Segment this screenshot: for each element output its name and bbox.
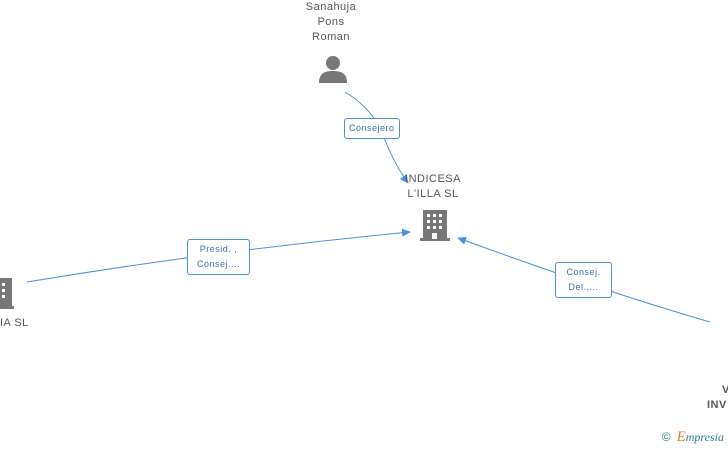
left-company-label: IA SL: [0, 316, 29, 331]
right-company-line: V: [722, 384, 728, 396]
edge-consejero: [344, 91, 409, 184]
right-company-label: V INV: [704, 383, 728, 413]
person-name-line: Pons: [317, 16, 345, 28]
edge-label-text: Consej....: [196, 259, 241, 269]
building-icon[interactable]: [420, 210, 450, 241]
person-name-line: Roman: [312, 31, 350, 43]
edge-label-text: Del.,...: [568, 282, 599, 292]
left-company-line: IA SL: [0, 317, 29, 329]
company-name-line: INDICESA: [405, 173, 461, 185]
person-name-label: Sanahuja Pons Roman: [300, 0, 362, 45]
person-name-line: Sanahuja: [305, 1, 357, 13]
brand-initial: E: [676, 429, 686, 445]
brand-name: mpresia: [685, 430, 724, 444]
edge-label-consejero[interactable]: Consejero: [344, 118, 400, 139]
copyright-icon: ©: [661, 430, 671, 444]
edge-label-presid[interactable]: Presid. , Consej....: [187, 239, 250, 275]
edge-label-consej-del[interactable]: Consej. Del.,...: [555, 262, 612, 298]
right-company-line: INV: [707, 399, 727, 411]
edge-label-text: Consejero: [349, 123, 395, 133]
edge-label-text: Presid. ,: [199, 244, 238, 254]
person-icon[interactable]: [319, 56, 347, 83]
company-name-line: L'ILLA SL: [407, 188, 459, 200]
edge-label-text: Consej.: [566, 267, 601, 277]
company-name-label: INDICESA L'ILLA SL: [395, 172, 471, 202]
empresia-watermark: © Empresia: [662, 429, 724, 446]
left-building-icon[interactable]: [0, 278, 14, 309]
